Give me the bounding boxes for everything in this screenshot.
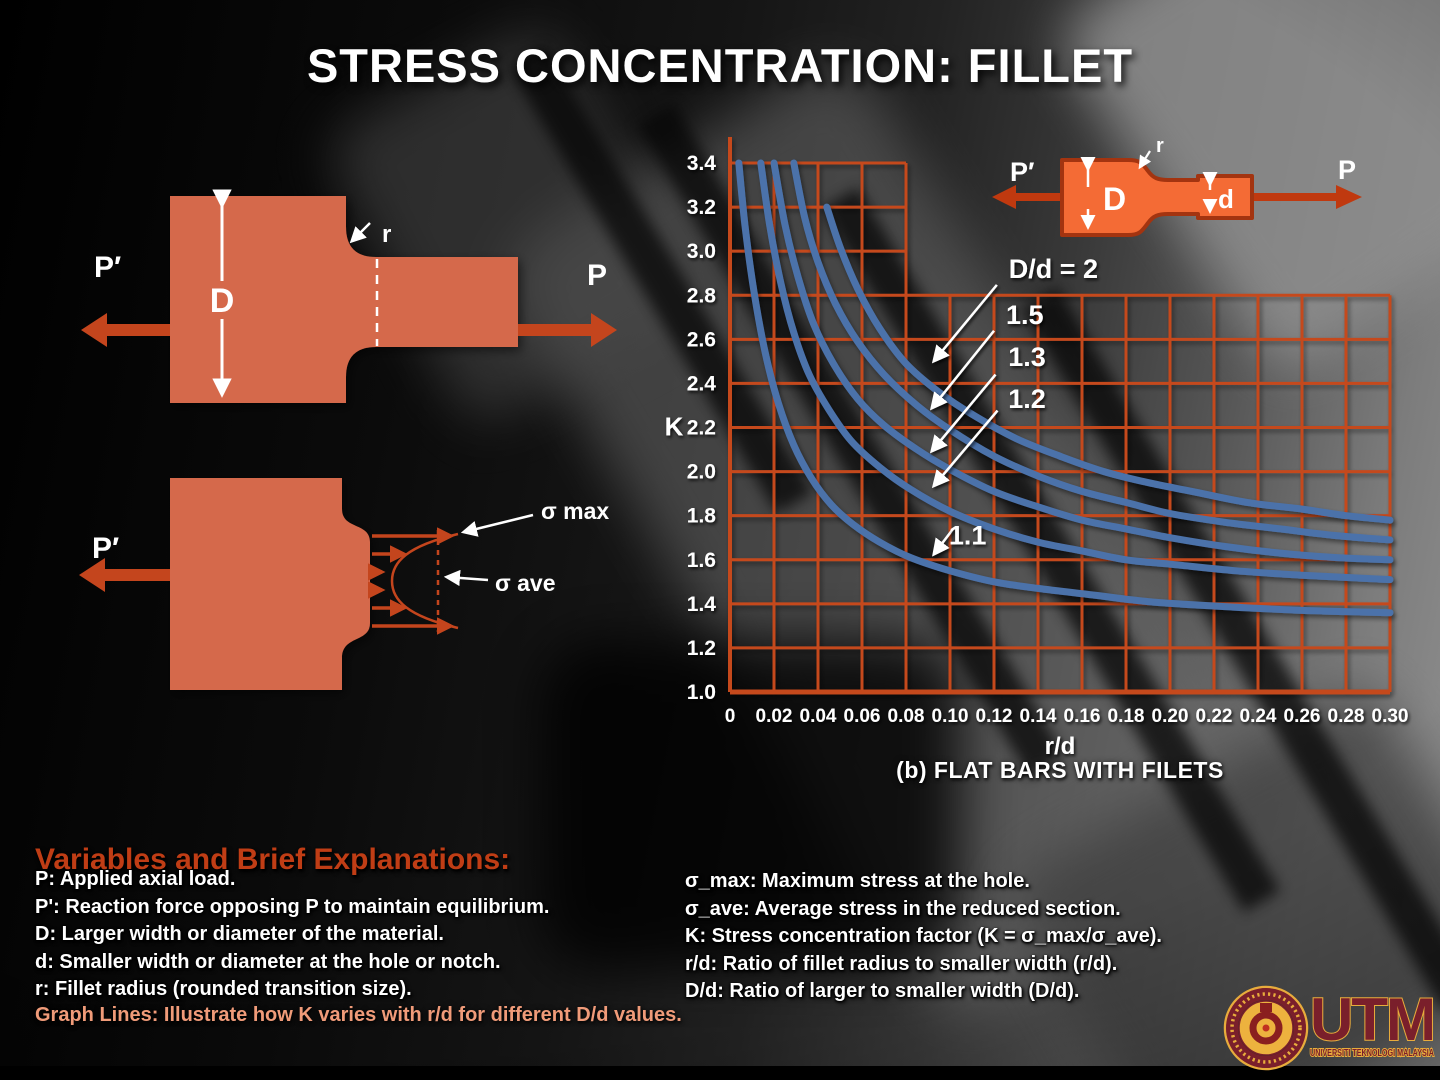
x-tick-label: 0 (725, 706, 736, 727)
inset-fillet-bar-diagram: P′ P D d r (992, 135, 1362, 237)
annotation-label: 1.3 (1008, 342, 1046, 372)
x-tick-label: 0.24 (1240, 706, 1277, 727)
curve-1.2 (757, 159, 1394, 584)
bottom-bar (0, 1066, 1440, 1080)
explanation-item: P': Reaction force opposing P to maintai… (35, 895, 550, 918)
explanation-item: D/d: Ratio of larger to smaller width (D… (685, 980, 1080, 1002)
p-prime-arrow (81, 313, 170, 347)
annotation-label: 1.5 (1006, 300, 1044, 330)
D-label: D (1103, 181, 1126, 217)
x-axis-label: r/d (1045, 733, 1076, 760)
stress-distribution-diagram: P′ σ max σ ave (79, 478, 609, 690)
p-arrow (1250, 185, 1362, 209)
annotation-arrow (931, 284, 998, 364)
y-tick-label: 1.6 (687, 549, 716, 572)
explanation-item: r: Fillet radius (rounded transition siz… (35, 978, 412, 1000)
fillet-bar-diagram: P′ P D r (81, 189, 617, 403)
x-tick-label: 0.08 (888, 706, 925, 727)
notched-block-shape (170, 478, 370, 690)
utm-seal-icon (1223, 985, 1309, 1071)
annotation-label: 1.1 (949, 521, 987, 551)
utm-acronym: UTM (1310, 986, 1434, 1053)
p-arrow (518, 313, 617, 347)
x-tick-label: 0.18 (1108, 706, 1145, 727)
y-tick-label: 1.0 (687, 681, 716, 704)
explanation-item: σ_ave: Average stress in the reduced sec… (685, 897, 1121, 920)
p-prime-label: P′ (92, 532, 119, 565)
r-pointer-arrow (1138, 150, 1152, 170)
p-prime-arrow (79, 558, 170, 592)
y-tick-label: 1.8 (687, 505, 717, 528)
y-tick-label: 1.2 (687, 637, 716, 660)
annotation-arrow (929, 329, 995, 411)
x-tick-label: 0.02 (756, 706, 793, 727)
y-tick-label: 2.4 (687, 372, 717, 395)
x-tick-label: 0.28 (1328, 706, 1365, 727)
curve-1.5 (790, 159, 1394, 544)
chart-ticks: 3.4 3.2 3.0 2.8 2.6 2.4 2.2 2.0 1.8 1.6 1.4 1.2 1.0 0… (687, 152, 1409, 727)
y-axis-label: K (665, 412, 684, 442)
x-tick-label: 0.10 (932, 706, 969, 727)
curve-1.3 (770, 159, 1394, 564)
p-label: P (1338, 155, 1356, 185)
curve-annotations: D/d = 2 1.5 1.3 1.2 1.1 (929, 254, 1098, 557)
r-label: r (1156, 135, 1164, 157)
y-tick-label: 3.2 (687, 196, 716, 219)
curve-1.1 (735, 159, 1394, 617)
D-label: D (210, 282, 235, 320)
x-tick-label: 0.14 (1020, 706, 1057, 727)
x-tick-label: 0.26 (1284, 706, 1321, 727)
sigma-max-pointer (460, 513, 534, 537)
explanation-item: σ_max: Maximum stress at the hole. (685, 870, 1030, 892)
annotation-arrow (932, 528, 954, 557)
utm-logo: UTM UNIVERSITI TEKNOLOGI MALAYSIA (1223, 985, 1437, 1071)
x-tick-label: 0.20 (1152, 706, 1189, 727)
y-tick-label: 2.2 (687, 417, 716, 440)
explanations-header: Variables and Brief Explanations: (35, 843, 511, 876)
chart-curves (735, 159, 1394, 617)
sigma-ave-label: σ ave (495, 570, 556, 596)
y-tick-label: 2.0 (687, 461, 716, 484)
r-label: r (382, 221, 391, 248)
curve-Dd2 (823, 203, 1394, 524)
explanation-item: P: Applied axial load. (35, 868, 236, 890)
x-tick-label: 0.12 (976, 706, 1013, 727)
explanations-left-column: P: Applied axial load. P': Reaction forc… (35, 866, 549, 1004)
explanations-footnote: Graph Lines: Illustrate how K varies wit… (35, 1004, 682, 1026)
utm-name: UNIVERSITI TEKNOLOGI MALAYSIA (1310, 1048, 1434, 1059)
x-tick-label: 0.22 (1196, 706, 1233, 727)
d-label: d (1218, 184, 1234, 214)
x-tick-label: 0.30 (1372, 706, 1409, 727)
sigma-max-label: σ max (541, 498, 609, 524)
explanations-right-column: σ_max: Maximum stress at the hole. σ_ave… (685, 868, 1162, 1006)
y-tick-label: 3.4 (687, 152, 717, 175)
chart-caption: (b) FLAT BARS WITH FILETS (896, 757, 1224, 783)
explanation-item: d: Smaller width or diameter at the hole… (35, 950, 501, 973)
p-prime-label: P′ (94, 251, 121, 284)
sigma-ave-pointer (443, 569, 489, 587)
p-prime-arrow (992, 185, 1064, 209)
annotation-arrow (931, 409, 999, 489)
x-tick-label: 0.04 (800, 706, 837, 727)
stepped-bar-shape (170, 196, 518, 403)
page-title: STRESS CONCENTRATION: FILLET (306, 39, 1134, 92)
y-tick-label: 1.4 (687, 593, 717, 616)
x-tick-label: 0.06 (844, 706, 881, 727)
k-vs-rd-chart: 3.4 3.2 3.0 2.8 2.6 2.4 2.2 2.0 1.8 1.6 1.4 1.2 1.0 0… (665, 137, 1409, 760)
y-tick-label: 2.8 (687, 284, 717, 307)
annotation-label: D/d = 2 (1009, 254, 1098, 284)
r-pointer-arrow (349, 222, 371, 244)
explanation-item: r/d: Ratio of fillet radius to smaller w… (685, 952, 1118, 975)
y-tick-label: 3.0 (687, 240, 716, 263)
p-label: P (587, 259, 607, 292)
annotation-label: 1.2 (1008, 384, 1046, 414)
y-tick-label: 2.6 (687, 328, 716, 351)
stress-arrows (368, 527, 455, 635)
x-tick-label: 0.16 (1064, 706, 1101, 727)
p-prime-label: P′ (1010, 157, 1034, 187)
annotation-arrow (929, 373, 997, 454)
explanation-item: D: Larger width or diameter of the mater… (35, 923, 444, 945)
explanation-item: K: Stress concentration factor (K = σ_ma… (685, 925, 1162, 947)
stress-profile-curve (390, 532, 459, 630)
